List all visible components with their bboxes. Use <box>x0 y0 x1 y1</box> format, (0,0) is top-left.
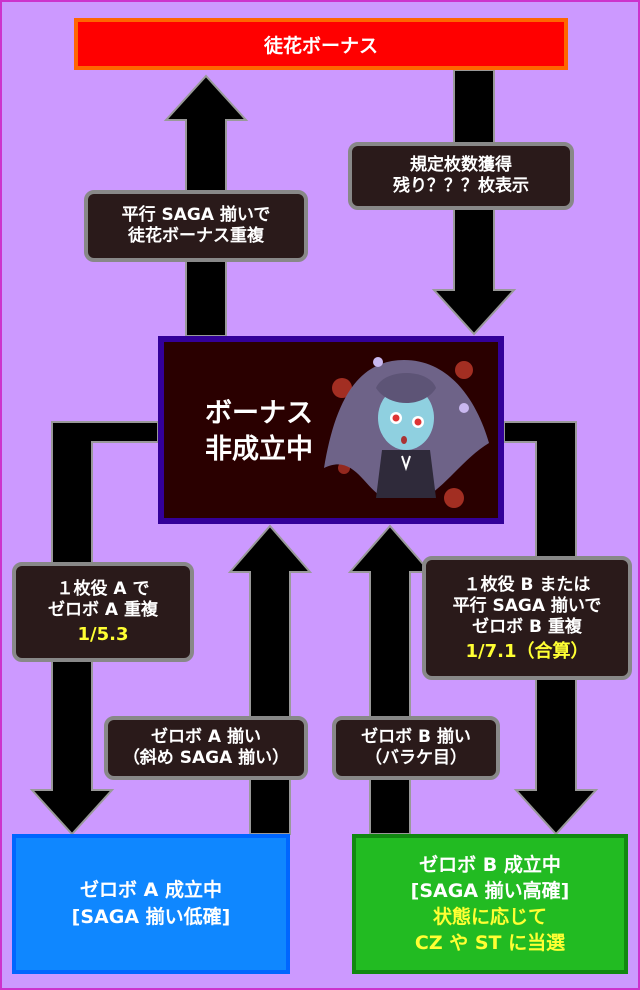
condition-zero-a-align: ゼロボ A 揃い （斜め SAGA 揃い） <box>104 716 308 780</box>
probability-zero-a: 1/5.3 <box>77 624 129 645</box>
condition-zero-b-align: ゼロボ B 揃い （バラケ目） <box>332 716 500 780</box>
zero-bonus-b-node: ゼロボ B 成立中 [SAGA 揃い高確] 状態に応じて CZ や ST に当選 <box>352 834 628 974</box>
arrow-up-from-zero-a <box>227 524 313 835</box>
condition-fixed-count: 規定枚数獲得 残り？？？枚表示 <box>348 142 574 210</box>
condition-parallel-saga-bonus: 平行 SAGA 揃いで 徒花ボーナス重複 <box>84 190 308 262</box>
condition-1mai-b: １枚役 B または 平行 SAGA 揃いで ゼロボ B 重複 1/7.1（合算） <box>422 556 632 680</box>
ghost-girl-illustration <box>324 357 489 508</box>
center-label: ボーナス 非成立中 <box>205 398 313 465</box>
adabana-bonus-label: 徒花ボーナス <box>263 34 378 57</box>
arrow-up-from-zero-b <box>347 524 433 835</box>
probability-zero-b: 1/7.1（合算） <box>465 640 589 662</box>
adabana-bonus-node: 徒花ボーナス <box>74 18 568 70</box>
bonus-not-established-node: ボーナス 非成立中 <box>158 336 504 524</box>
zero-bonus-a-node: ゼロボ A 成立中 [SAGA 揃い低確] <box>12 834 290 974</box>
condition-1mai-a: １枚役 A で ゼロボ A 重複 1/5.3 <box>12 562 194 662</box>
